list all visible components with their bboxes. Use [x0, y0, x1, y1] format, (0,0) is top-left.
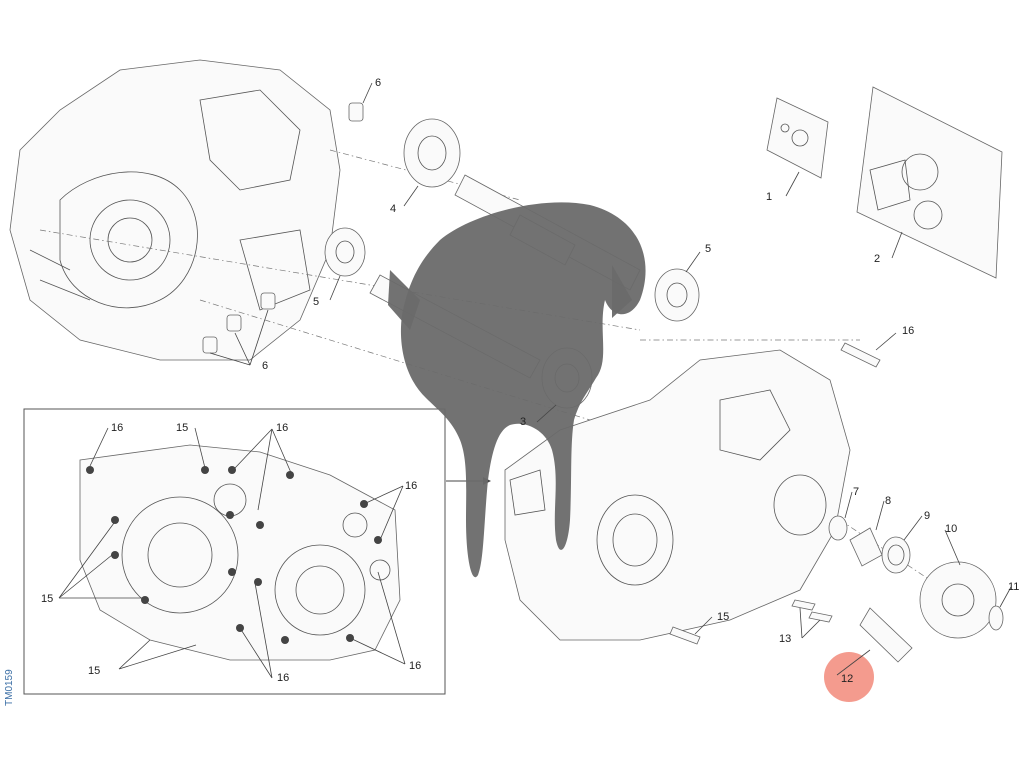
- inset-callout-15-a: 15: [176, 422, 188, 434]
- callout-6-top: 6: [375, 77, 381, 89]
- callout-1: 1: [766, 191, 772, 203]
- inset-callout-15-c: 15: [88, 665, 100, 677]
- callout-11: 11: [1008, 581, 1019, 593]
- callout-labels: 6 4 5 5 3 6 1 2 16 7 8 9 10 11 15 13 12 …: [41, 77, 1019, 685]
- callout-5-right: 5: [705, 243, 711, 255]
- leader-lines: [58, 82, 1012, 679]
- inset-bolt-holes: [86, 466, 382, 644]
- output-shaft-parts: [791, 515, 1004, 663]
- gasket-kits: [766, 86, 1003, 279]
- highlighted-part-marker[interactable]: [824, 652, 874, 702]
- callout-8: 8: [885, 495, 891, 507]
- inset-callout-16-c: 16: [405, 480, 417, 492]
- callout-15-bolt: 15: [717, 611, 729, 623]
- inset-callout-16-d: 16: [409, 660, 421, 672]
- dowel-pins: [202, 102, 364, 354]
- callout-5-left: 5: [313, 296, 319, 308]
- sprocket: [919, 561, 997, 639]
- callout-10: 10: [945, 523, 957, 535]
- inset-callout-16-b: 16: [276, 422, 288, 434]
- drawing-code: TM0159: [4, 669, 15, 706]
- inset-detail-box: [23, 408, 446, 695]
- callout-9: 9: [924, 510, 930, 522]
- callout-12[interactable]: 12: [841, 673, 853, 685]
- callout-2: 2: [874, 253, 880, 265]
- left-crankcase-half: [9, 59, 341, 361]
- watermark-logo: [388, 202, 646, 578]
- inset-callout-15-b: 15: [41, 593, 53, 605]
- callout-7: 7: [853, 486, 859, 498]
- callout-13: 13: [779, 633, 791, 645]
- callout-3: 3: [520, 416, 526, 428]
- callout-4: 4: [390, 203, 396, 215]
- callout-6-bottom: 6: [262, 360, 268, 372]
- inset-callout-16-e: 16: [277, 672, 289, 684]
- callout-16-bolt: 16: [902, 325, 914, 337]
- inset-callout-16-a: 16: [111, 422, 123, 434]
- bolts: [669, 342, 881, 645]
